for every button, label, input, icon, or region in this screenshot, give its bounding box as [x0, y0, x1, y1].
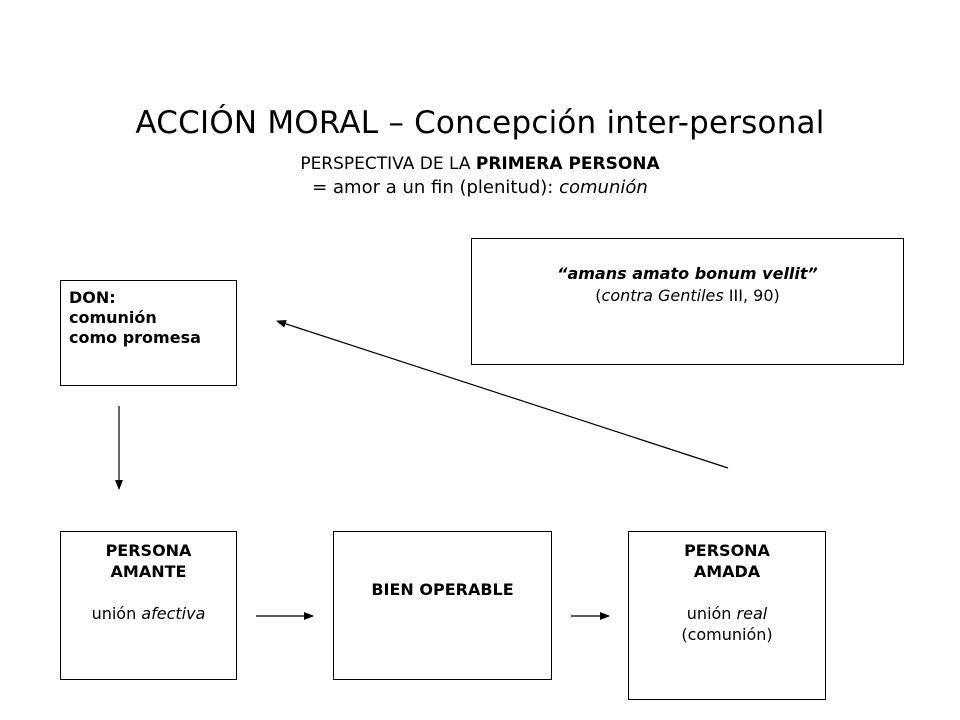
persona-amada-box: PERSONA AMADA unión real (comunión) — [628, 531, 826, 700]
amante-box-line-2: AMANTE — [110, 562, 187, 581]
quote-source-ref: III, 90) — [723, 286, 780, 305]
subtitle-line-1: PERSPECTIVA DE LA PRIMERA PERSONA — [0, 153, 960, 176]
don-box-line-1: DON: — [69, 288, 116, 307]
amada-box-line-3-emphasis: real — [736, 604, 768, 623]
bien-operable-box: BIEN OPERABLE — [333, 531, 552, 680]
don-box: DON: comunión como promesa — [60, 280, 237, 386]
amada-box-line-2: AMADA — [693, 562, 761, 581]
quote-source-work: contra Gentiles — [601, 286, 724, 305]
bien-box-label: BIEN OPERABLE — [371, 580, 514, 599]
amante-box-line-1: PERSONA — [105, 541, 192, 560]
amante-box-line-3: unión afectiva — [61, 603, 236, 624]
quote-text: “amans amato bonum vellit” — [557, 264, 818, 283]
amante-box-spacer — [61, 582, 236, 603]
amada-box-line-4: (comunión) — [681, 625, 773, 644]
quote-box: “amans amato bonum vellit” (contra Genti… — [471, 238, 904, 365]
amante-box-line-3-emphasis: afectiva — [141, 604, 206, 623]
amada-box-line-1: PERSONA — [684, 541, 770, 560]
amante-box-line-3-prefix: unión — [91, 604, 142, 623]
persona-amante-box: PERSONA AMANTE unión afectiva — [60, 531, 237, 680]
subtitle-line-2: = amor a un fin (plenitud): comunión — [0, 176, 960, 199]
don-box-line-2: comunión — [69, 308, 157, 327]
subtitle-line-1-prefix: PERSPECTIVA DE LA — [300, 154, 476, 174]
amada-box-line-3: unión real — [629, 603, 825, 624]
subtitle-line-2-emphasis: comunión — [559, 177, 648, 198]
quote-source-open: ( — [595, 286, 602, 305]
quote-source: (contra Gentiles III, 90) — [472, 285, 903, 307]
subtitle-line-1-emphasis: PRIMERA PERSONA — [475, 154, 660, 174]
amada-box-spacer — [629, 582, 825, 603]
diagram-subtitle: PERSPECTIVA DE LA PRIMERA PERSONA = amor… — [0, 153, 960, 199]
don-box-line-3: como promesa — [69, 328, 201, 347]
subtitle-line-2-prefix: = amor a un fin (plenitud): — [312, 177, 560, 198]
diagram-title: ACCIÓN MORAL – Concepción inter-personal — [135, 105, 825, 141]
amada-box-line-3-prefix: unión — [686, 604, 737, 623]
